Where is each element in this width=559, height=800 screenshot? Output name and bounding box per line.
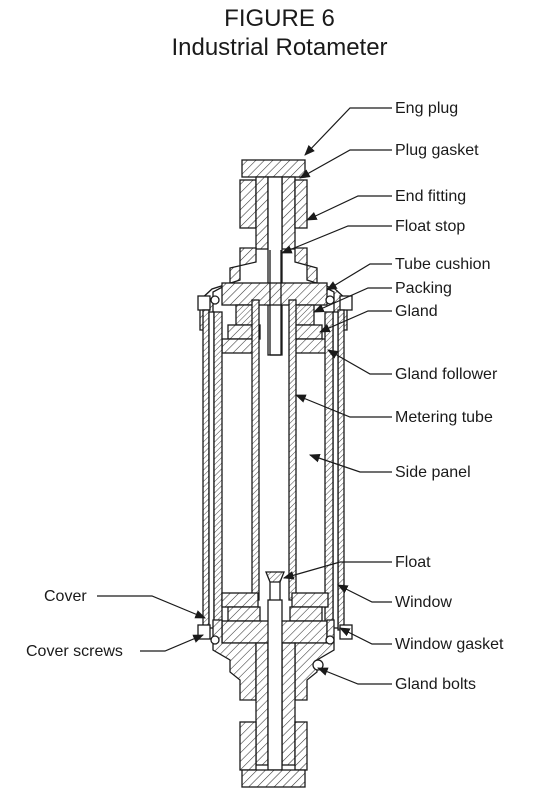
leader-gland-follower <box>327 349 392 375</box>
label-side-panel: Side panel <box>395 464 471 481</box>
label-eng-plug: Eng plug <box>395 100 458 117</box>
label-end-fitting: End fitting <box>395 188 466 205</box>
top-eng-plug <box>241 159 306 178</box>
top-gland-follower-right <box>291 338 329 354</box>
side-panel-left <box>213 311 223 629</box>
top-collar <box>221 282 328 306</box>
float <box>265 571 285 583</box>
leader-packing <box>313 287 392 313</box>
window-right <box>332 311 339 629</box>
leader-lines <box>97 107 392 685</box>
bottom-end-fitting-wall-left <box>255 642 269 766</box>
label-window: Window <box>395 594 452 611</box>
label-cover-screws: Cover screws <box>26 643 123 660</box>
leader-window-gasket <box>339 627 392 645</box>
label-packing: Packing <box>395 280 452 297</box>
top-bolt-head-right <box>325 295 335 305</box>
top-bolt-head-left <box>210 295 220 305</box>
top-end-fitting-wall-left <box>255 176 269 250</box>
label-cover: Cover <box>44 588 87 605</box>
bottom-eng-plug <box>241 769 306 788</box>
bottom-gland-follower-right <box>291 592 329 608</box>
figure-caption: Industrial Rotameter <box>171 34 388 61</box>
leader-plug-gasket <box>299 149 392 179</box>
label-float-stop: Float stop <box>395 218 465 235</box>
window-left <box>208 311 215 629</box>
rotameter-body <box>197 159 353 788</box>
metering-tube-wall-right <box>288 299 297 601</box>
figure-title: FIGURE 6 Industrial Rotameter <box>0 4 559 62</box>
leader-float-stop <box>281 225 392 254</box>
label-gland-bolts: Gland bolts <box>395 676 476 693</box>
bottom-flange-right <box>294 619 335 701</box>
leader-tube-cushion <box>326 263 392 291</box>
side-panel-right <box>324 311 334 629</box>
bottom-flange-left <box>212 619 257 701</box>
label-metering-tube: Metering tube <box>395 409 493 426</box>
top-end-fitting-left-lug <box>239 179 257 229</box>
leader-cover <box>97 595 206 619</box>
label-float: Float <box>395 554 431 571</box>
top-bolt-left <box>197 295 211 311</box>
part-labels: Eng plug Plug gasket End fitting Float s… <box>26 100 504 693</box>
top-end-fitting-wall-right <box>281 176 296 250</box>
leader-window <box>337 584 392 603</box>
bottom-gland-right <box>289 606 323 622</box>
label-plug-gasket: Plug gasket <box>395 142 479 159</box>
bottom-bolt-right <box>339 624 353 640</box>
leader-side-panel <box>308 454 392 473</box>
cover-left <box>202 309 210 631</box>
leader-gland <box>319 310 392 333</box>
label-gland-follower: Gland follower <box>395 366 498 383</box>
label-window-gasket: Window gasket <box>395 636 504 653</box>
bottom-bolt-head-right <box>325 635 335 645</box>
bottom-end-fitting-right-lug <box>294 721 308 771</box>
leader-metering-tube <box>294 394 392 418</box>
leader-gland-bolts <box>316 667 392 685</box>
top-end-fitting-right-lug <box>294 179 308 229</box>
figure-number: FIGURE 6 <box>224 5 335 32</box>
bottom-gland-left <box>227 606 261 622</box>
bottom-bolt-head-left <box>210 635 220 645</box>
bottom-end-fitting-left-lug <box>239 721 257 771</box>
leader-end-fitting <box>306 195 392 221</box>
bottom-bore <box>267 599 283 771</box>
label-tube-cushion: Tube cushion <box>395 256 490 273</box>
bottom-end-fitting-wall-right <box>281 642 296 766</box>
metering-tube-wall-left <box>251 299 260 601</box>
label-gland: Gland <box>395 303 438 320</box>
leader-float <box>282 561 392 580</box>
leader-eng-plug <box>304 107 392 156</box>
leader-cover-screws <box>140 634 204 652</box>
bottom-gland-follower-left <box>221 592 259 608</box>
